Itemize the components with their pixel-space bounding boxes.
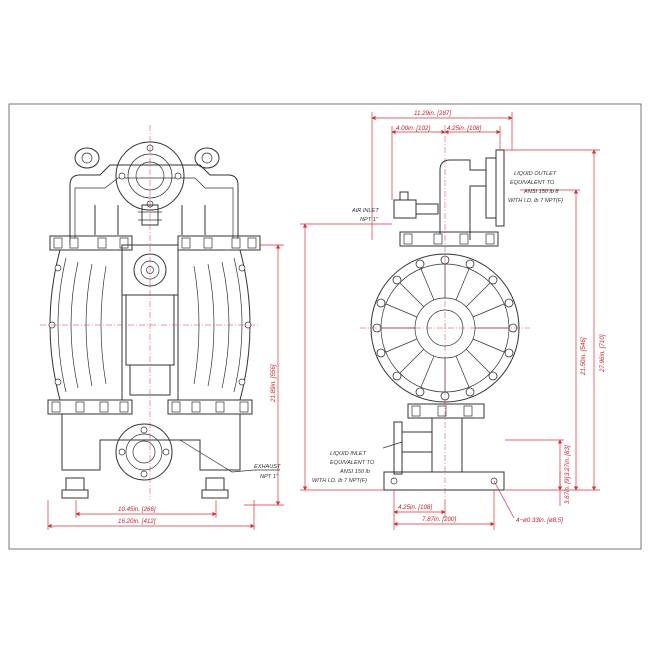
side-view-pump (360, 125, 530, 500)
dim-side-top-left: 4.00in. [102] (396, 125, 430, 132)
front-view-pump (40, 125, 261, 500)
front-view-dimensions (47, 244, 284, 530)
label-exhaust: EXHAUST (254, 464, 281, 470)
label-air-inlet: AIR INLET (351, 208, 379, 214)
side-view-dimensions (300, 112, 600, 530)
dim-side-bottom-left: 4.25in. [108] (398, 504, 432, 511)
label-inlet-3: ANSI 150 lb (339, 469, 370, 475)
exhaust-callout (179, 439, 280, 473)
label-inlet-4: WITH I.D. lb 7 NPT(F) (312, 478, 367, 484)
dim-side-h-inlet: 3.27in. [83] (564, 445, 571, 476)
dim-side-top-right: 4.25in. [108] (447, 125, 481, 132)
label-outlet-2: EQUIVALENT TO (510, 180, 555, 186)
dim-side-h-overall: 27.96in. [710] (599, 334, 606, 373)
dim-front-height: 21.89in. [556] (270, 364, 277, 403)
dim-front-inner-width: 10.45in. [266] (118, 506, 156, 513)
dim-side-holes: 4−ø0.33in. [ø8.5] (516, 517, 563, 524)
label-inlet-1: LIQUID INLET (330, 451, 367, 457)
dim-side-h-center: 21.50in. [546] (580, 337, 587, 376)
label-exhaust-npt: NPT 1" (260, 474, 279, 480)
dim-front-overall-width: 16.20in. [412] (118, 518, 156, 525)
dim-side-bottom-overall: 7.87in. [200] (422, 516, 456, 523)
label-outlet-1: LIQUID OUTLET (514, 171, 557, 177)
label-outlet-4: WITH I.D. lb 7 NPT(F) (508, 198, 563, 204)
label-inlet-2: EQUIVALENT TO (330, 460, 375, 466)
label-outlet-3: ANSI 150 lb 8 (523, 189, 559, 195)
dim-side-h-base: 3.67in. [9] (564, 477, 571, 504)
drawing-border (8, 103, 642, 550)
dim-side-top-overall: 11.29in. [287] (414, 110, 451, 117)
label-air-inlet-npt: NPT 1" (360, 217, 379, 223)
